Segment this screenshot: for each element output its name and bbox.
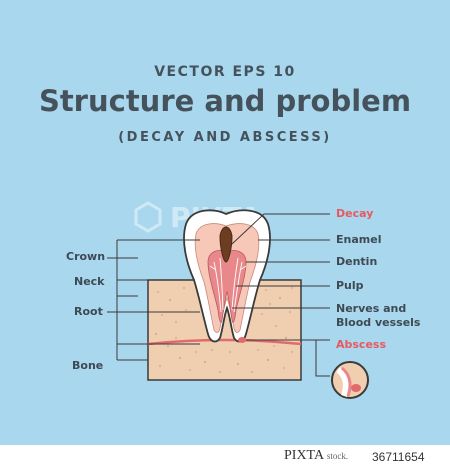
- label-nerves-line1: Nerves and: [336, 302, 407, 315]
- label-bone: Bone: [72, 359, 104, 372]
- right-leader-lines: [231, 213, 330, 377]
- footer-brand-suffix: stock.: [326, 451, 349, 461]
- page-title: Structure and problem: [38, 84, 412, 118]
- label-crown: Crown: [66, 250, 106, 263]
- footer-bar: [0, 445, 450, 469]
- page-subtitle: (DECAY AND ABSCESS): [118, 130, 332, 145]
- label-pulp: Pulp: [336, 279, 364, 292]
- decay-cavity: [219, 226, 233, 263]
- abscess-spot: [238, 337, 246, 343]
- label-dentin: Dentin: [336, 255, 378, 268]
- label-root: Root: [74, 305, 103, 318]
- footer-brand: PIXTA stock.: [284, 448, 348, 464]
- watermark-logo-icon: [134, 201, 162, 233]
- label-decay: Decay: [336, 207, 374, 220]
- header-eyebrow: VECTOR EPS 10: [154, 64, 296, 80]
- label-abscess: Abscess: [336, 338, 387, 351]
- label-nerves-line2: Blood vessels: [336, 316, 421, 329]
- left-leader-lines: [107, 239, 200, 361]
- footer-image-id: 36711654: [372, 450, 425, 464]
- nerve-lines: [209, 257, 247, 313]
- label-enamel: Enamel: [336, 233, 382, 246]
- footer-brand-name: PIXTA: [284, 448, 324, 463]
- label-neck: Neck: [74, 275, 105, 288]
- abscess-zoom-icon: [331, 361, 369, 399]
- tooth: [183, 209, 271, 343]
